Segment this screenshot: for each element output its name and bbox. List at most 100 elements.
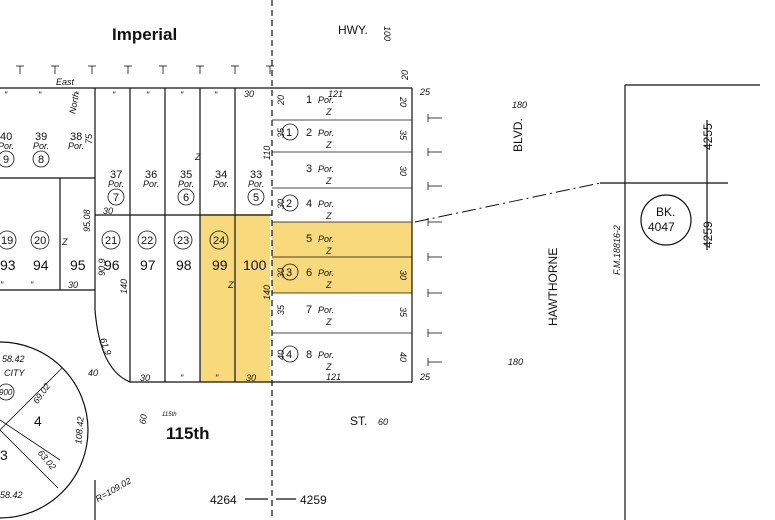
dim-95-08: 95.08: [82, 209, 92, 232]
east-dim-right: 30: [398, 166, 408, 176]
east-lot-por: Por.: [318, 95, 334, 105]
ditto-mark: ": [146, 90, 150, 100]
east-dim-left: 40: [276, 350, 286, 360]
north-lot-number: 33: [250, 169, 262, 181]
circle-city: CITY: [4, 368, 25, 378]
street-115th: 115th: [166, 424, 209, 443]
dim-140-b: 140: [262, 285, 272, 300]
side-tick: [427, 329, 442, 337]
south-lot-number: 94: [33, 257, 49, 273]
east-lot-por: Por.: [318, 128, 334, 138]
east-dim-left: 35: [276, 304, 286, 315]
side-tick: [427, 253, 442, 261]
east-lot-z: Z: [325, 107, 332, 117]
book-number: 4047: [648, 220, 675, 234]
east-lot-number: 5: [306, 233, 312, 245]
north-lot-number: 35: [180, 169, 192, 181]
dim-30-a: 30: [103, 206, 113, 216]
top-tick: [231, 65, 239, 74]
north-lot-parcel: 8: [38, 154, 44, 166]
south-lot-number: 98: [176, 257, 192, 273]
top-tick: [16, 65, 24, 74]
east-lot: 2 4 Por. Z: [281, 194, 334, 221]
east-lot-z: Z: [325, 176, 332, 186]
east-lot-por: Por.: [318, 199, 334, 209]
east-lot-z: Z: [325, 211, 332, 221]
ditto-mark: ": [30, 280, 34, 290]
z-mark: Z: [194, 152, 201, 162]
north-lot-number: 34: [215, 169, 227, 181]
east-lot-z: Z: [325, 280, 332, 290]
south-lot-number: 95: [70, 257, 86, 273]
east-dim-right: 30: [398, 270, 408, 280]
dim-75: 75: [84, 133, 94, 144]
south-lot-parcel: 24: [213, 235, 225, 247]
north-lot-parcel: 5: [253, 192, 259, 204]
ditto-mark: ": [0, 280, 4, 290]
street-north: North: [67, 91, 81, 114]
north-lot-por: Por.: [0, 141, 14, 151]
side-tick: [427, 182, 442, 190]
top-tick: [159, 65, 167, 74]
south-lot: 95: [70, 257, 86, 273]
east-lot-z: Z: [325, 362, 332, 372]
south-lot-number: 99: [212, 257, 228, 273]
book-ref: BK. 4047: [640, 194, 692, 246]
side-tick: [427, 114, 442, 122]
dim-63-02: 63.02: [36, 448, 58, 472]
south-lot-parcel: 23: [177, 235, 189, 247]
east-lot-number: 8: [306, 349, 312, 361]
street-blvd: BLVD.: [511, 118, 525, 152]
book-label: BK.: [656, 205, 675, 219]
dim-121-bottom: 121: [326, 372, 341, 382]
ditto-mark: ": [4, 90, 8, 100]
east-lot-number: 7: [306, 304, 312, 316]
page-ref-top: 4255: [701, 123, 715, 150]
top-tick: [124, 65, 132, 74]
dim-108-42: 108.42: [73, 416, 85, 444]
z-mark: Z: [227, 280, 234, 290]
north-lot-parcel: 7: [113, 192, 119, 204]
north-lot-number: 39: [35, 131, 47, 143]
dim-40-a: 40: [88, 368, 98, 378]
east-dim-right: 20: [398, 96, 408, 107]
dim-R: R=109.02: [94, 476, 133, 504]
east-dim-right: 40: [398, 352, 408, 362]
dim-60-bottom: 58.42: [0, 490, 23, 500]
side-tick: [427, 289, 442, 297]
dim-140-a: 140: [119, 279, 129, 294]
east-lot-number: 3: [306, 163, 312, 175]
north-lot-por: Por.: [33, 141, 49, 151]
south-lot-number: 100: [243, 257, 267, 273]
north-row-lots: 40Por.939Por.838Por.37Por.736Por.35Por.6…: [0, 131, 265, 206]
east-lot-number: 4: [306, 198, 312, 210]
north-lot-por: Por.: [178, 179, 194, 189]
dim-61-9: 61.9: [98, 337, 113, 357]
street-hwy: HWY.: [338, 23, 368, 37]
east-lot-por: Por.: [318, 164, 334, 174]
width-180-top: 180: [512, 100, 527, 110]
east-dim-left: 30: [276, 268, 286, 278]
ditto-mark: ": [180, 373, 184, 383]
north-lot-por: Por.: [108, 179, 124, 189]
street-east: East: [56, 77, 75, 87]
north-lot-por: Por.: [213, 179, 229, 189]
north-lot-parcel: 9: [3, 154, 9, 166]
east-lot-parcel: 1: [286, 127, 292, 139]
east-lot-parcel: 3: [286, 267, 292, 279]
east-lot-parcel: 2: [286, 198, 292, 210]
street-115th-small: 115th: [162, 412, 177, 418]
